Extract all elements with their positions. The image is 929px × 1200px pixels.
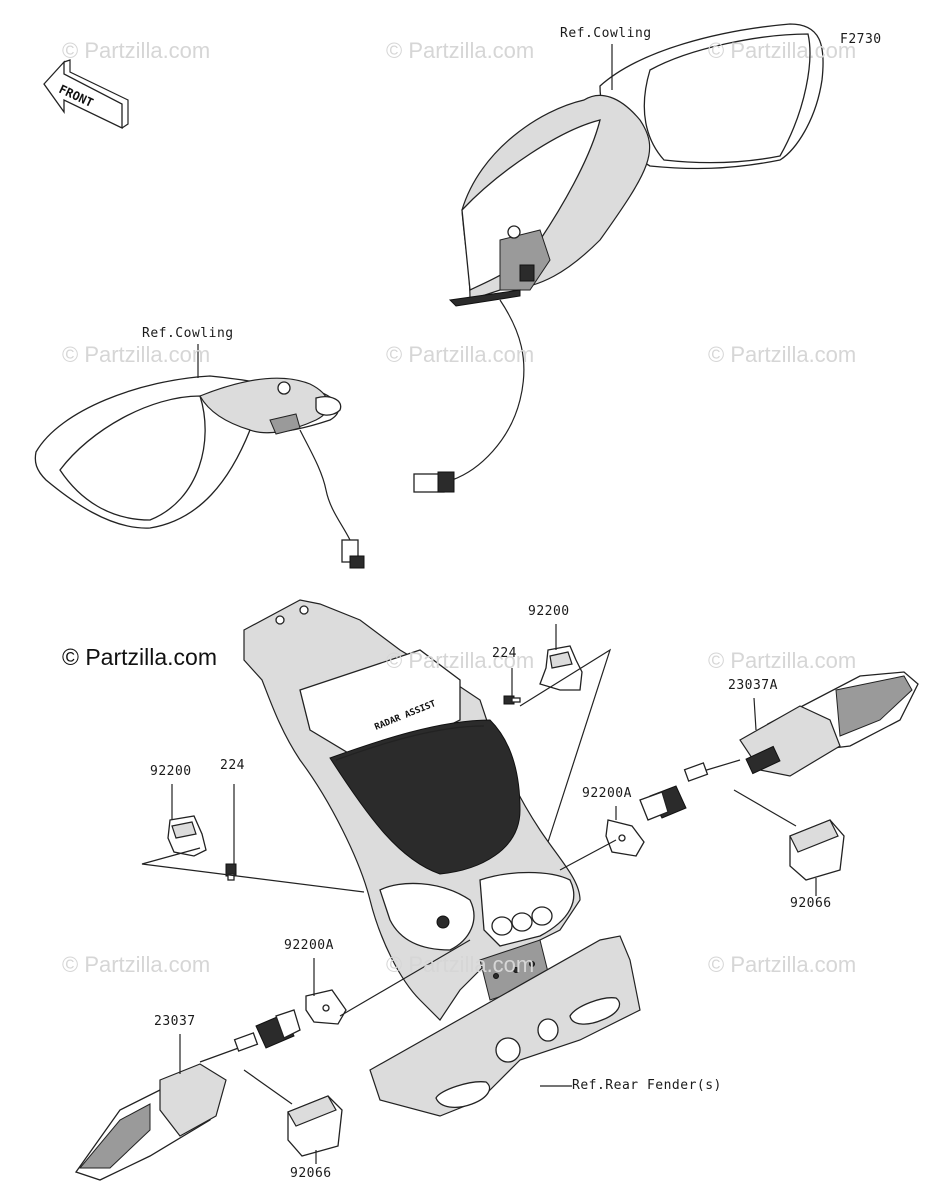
clip-92200a-right (605, 819, 645, 857)
bolt-224-top (503, 695, 521, 705)
label-ref-cowling-right: Ref.Cowling (560, 26, 652, 41)
clip-92200a-left (305, 989, 347, 1025)
front-arrow-icon: FRONT (43, 59, 129, 130)
label-92200a-right: 92200A (582, 786, 632, 801)
label-224-left: 224 (220, 758, 245, 773)
watermark: © Partzilla.com (386, 952, 535, 977)
label-ref-cowling-left: Ref.Cowling (142, 326, 234, 341)
right-turn-signal (639, 671, 919, 821)
watermark: © Partzilla.com (386, 648, 535, 673)
watermark: © Partzilla.com (708, 38, 857, 63)
figure-code: F2730 (840, 32, 882, 47)
label-92066-left: 92066 (290, 1166, 332, 1181)
watermark: © Partzilla.com (62, 952, 211, 977)
label-ref-rear-fender: Ref.Rear Fender(s) (572, 1078, 722, 1093)
clip-92200-left (167, 815, 207, 857)
left-turn-signal (74, 1009, 301, 1181)
label-224-top: 224 (492, 646, 517, 661)
grommet-92066-right (789, 819, 845, 881)
watermark: © Partzilla.com (708, 648, 857, 673)
label-23037a: 23037A (728, 678, 778, 693)
watermark: © Partzilla.com (386, 38, 535, 63)
watermark: © Partzilla.com (386, 342, 535, 367)
grommet-92066-left (287, 1095, 343, 1157)
watermark: © Partzilla.com (62, 38, 211, 63)
label-92200-left: 92200 (150, 764, 192, 779)
bolt-224-left (225, 863, 237, 881)
watermark: © Partzilla.com (708, 342, 857, 367)
watermark: © Partzilla.com (708, 952, 857, 977)
watermark: © Partzilla.com (62, 342, 211, 367)
label-92200a-left: 92200A (284, 938, 334, 953)
right-mirror (413, 23, 824, 493)
label-92066-right: 92066 (790, 896, 832, 911)
leader-lines (141, 44, 817, 1164)
label-92200-top: 92200 (528, 604, 570, 619)
left-mirror (34, 375, 365, 569)
rear-fender (369, 935, 641, 1117)
copyright-notice: © Partzilla.com (62, 644, 217, 670)
clip-92200-top (539, 645, 583, 691)
label-23037: 23037 (154, 1014, 196, 1029)
